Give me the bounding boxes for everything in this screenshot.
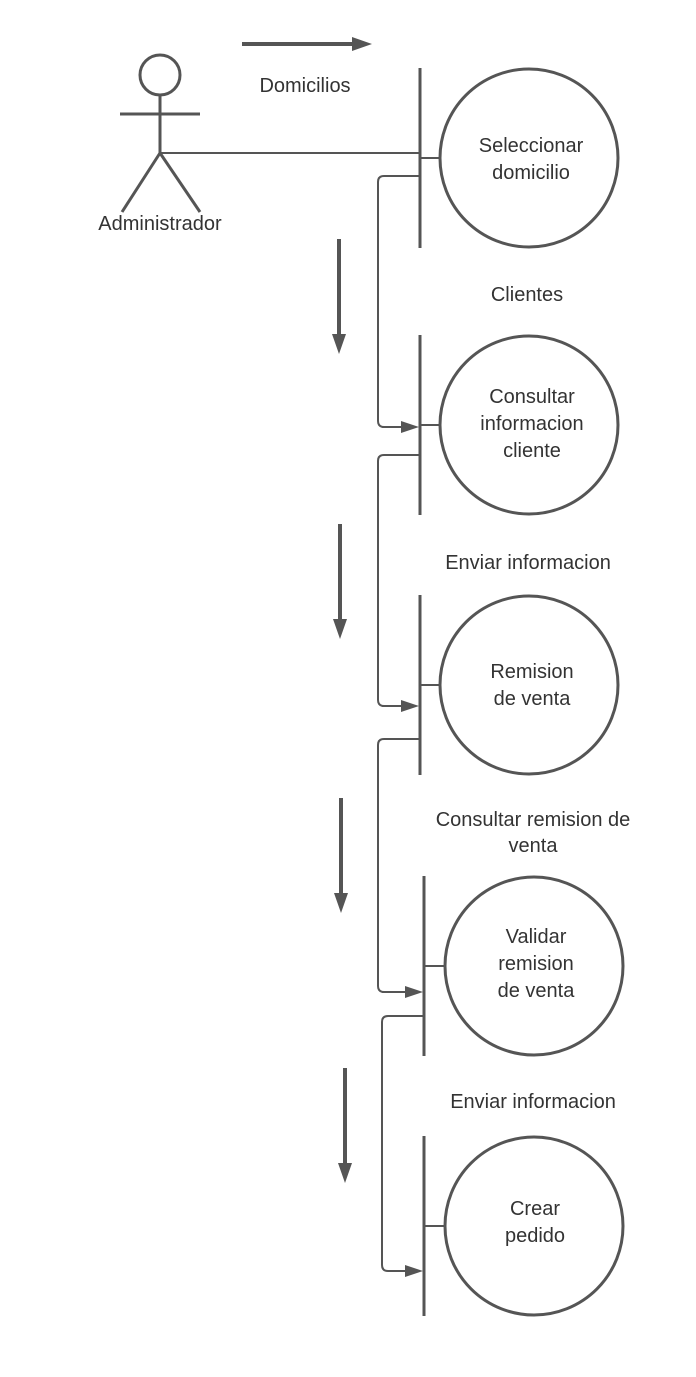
connector-arrowhead-1 (401, 421, 419, 433)
use-case-4-line-2: remision (498, 953, 574, 975)
actor (120, 53, 202, 213)
flow-label-enviar-informacion-2: Enviar informacion (450, 1091, 616, 1113)
connector-1 (377, 175, 420, 428)
flow-arrowhead-down-3 (334, 893, 348, 913)
flow-label-enviar-informacion-1: Enviar informacion (445, 552, 611, 574)
use-case-circle-1[interactable] (438, 67, 620, 249)
connector-2 (377, 454, 420, 707)
flow-arrowhead-down-1 (332, 334, 346, 354)
use-case-1-line-1: Seleccionar (479, 135, 584, 157)
actor-left-leg (120, 152, 162, 213)
flow-arrowhead-down-4 (338, 1163, 352, 1183)
connector-arrowhead-3 (405, 986, 423, 998)
use-case-remision-de-venta[interactable]: Remision de venta (418, 594, 620, 776)
flow-label-consultar-remision-line1: Consultar remision de (436, 809, 631, 831)
flow-label-consultar-remision-line2: venta (509, 835, 559, 857)
flow-arrows-vertical (332, 239, 352, 1183)
use-case-2-line-2: informacion (480, 413, 583, 435)
use-case-5-line-2: pedido (505, 1225, 565, 1247)
actor-right-leg (158, 152, 202, 213)
actor-head (138, 53, 182, 97)
use-case-3-line-1: Remision (490, 661, 573, 683)
flow-arrowhead-down-2 (333, 619, 347, 639)
use-case-circle-3[interactable] (438, 594, 620, 776)
flow-label-domicilios: Domicilios (259, 75, 350, 97)
use-case-validar-remision-de-venta[interactable]: Validar remision de venta (422, 875, 625, 1057)
use-case-consultar-informacion-cliente[interactable]: Consultar informacion cliente (418, 334, 620, 516)
actor-label: Administrador (98, 213, 222, 235)
connector-arrowhead-4 (405, 1265, 423, 1277)
connector-4 (381, 1015, 424, 1272)
use-case-4-line-3: de venta (498, 980, 576, 1002)
use-case-crear-pedido[interactable]: Crear pedido (422, 1135, 625, 1317)
connector-arrowhead-2 (401, 700, 419, 712)
flow-label-clientes: Clientes (491, 284, 563, 306)
use-case-circle-5[interactable] (443, 1135, 625, 1317)
use-case-circle-4[interactable] (443, 875, 625, 1057)
connectors (377, 175, 424, 1272)
use-case-seleccionar-domicilio[interactable]: Seleccionar domicilio (418, 67, 620, 249)
use-case-2-line-3: cliente (503, 440, 561, 462)
use-case-5-line-1: Crear (510, 1198, 560, 1220)
connector-3 (377, 738, 420, 993)
use-case-circle-2[interactable] (438, 334, 620, 516)
use-case-2-line-1: Consultar (489, 386, 575, 408)
flow-arrowhead-horizontal (352, 37, 372, 51)
use-case-3-line-2: de venta (494, 688, 572, 710)
connector-arrowheads (401, 421, 423, 1277)
use-case-1-line-2: domicilio (492, 162, 570, 184)
use-case-4-line-1: Validar (506, 926, 567, 948)
